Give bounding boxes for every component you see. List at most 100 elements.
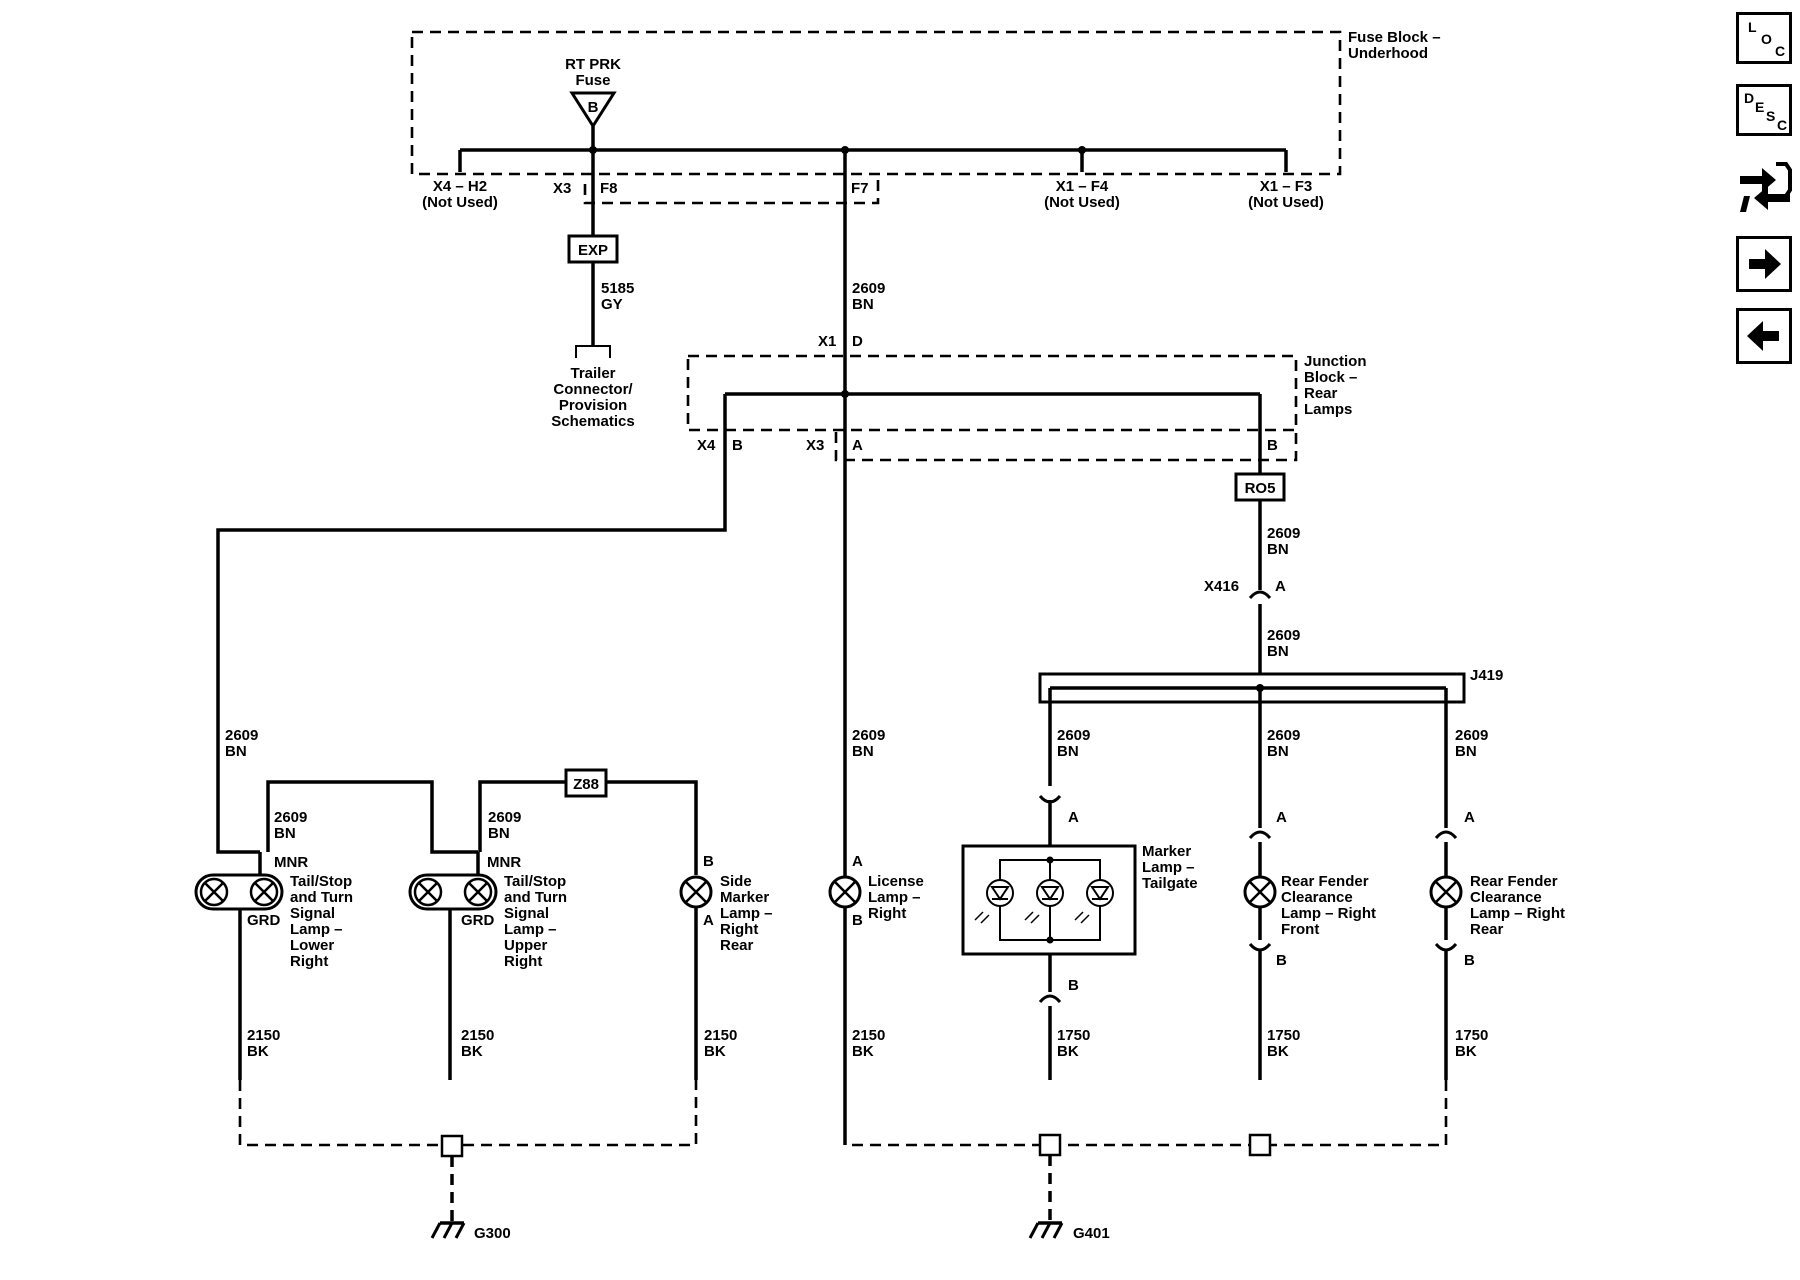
svg-text:BN: BN — [225, 743, 247, 760]
svg-text:Lamp – Right: Lamp – Right — [1281, 905, 1376, 922]
svg-text:BN: BN — [274, 825, 296, 842]
splice-label: J419 — [1470, 667, 1503, 684]
svg-text:2150: 2150 — [704, 1027, 737, 1044]
svg-text:Rear: Rear — [1470, 921, 1504, 938]
junction-block-rear-lamps: X1 D Junction Block – Rear Lamps X4 B X3… — [686, 333, 1367, 462]
previous-page-arrow-icon — [1747, 321, 1779, 351]
desc-letter: S — [1766, 108, 1776, 124]
pin-a: A — [1276, 809, 1287, 826]
lamp-name: Rear Fender — [1281, 873, 1369, 890]
marker-lamp-tailgate: 2609 BN A Marker Lamp – Tailgate B 1750 … — [961, 688, 1198, 1080]
svg-text:BK: BK — [704, 1043, 726, 1060]
pin-b: B — [852, 912, 863, 929]
svg-text:Right: Right — [868, 905, 906, 922]
svg-text:Front: Front — [1281, 921, 1319, 938]
connector-pinout-button[interactable] — [1736, 156, 1794, 218]
svg-text:2609: 2609 — [1455, 727, 1488, 744]
svg-text:and Turn: and Turn — [504, 889, 567, 906]
lamp-name: Rear Fender — [1470, 873, 1558, 890]
svg-text:Lower: Lower — [290, 937, 334, 954]
svg-text:Marker: Marker — [720, 889, 769, 906]
location-button[interactable]: L O C — [1736, 12, 1792, 64]
lamp-name: Marker — [1142, 843, 1191, 860]
desc-letter: D — [1744, 90, 1755, 106]
next-page-arrow-icon — [1749, 249, 1781, 279]
wire-circuit-5185: 5185 — [601, 280, 634, 297]
terminal-f7: F7 — [851, 180, 869, 197]
tail-lamp-circuit: 2609 BN 2609 BN 2609 BN Z88 MNR GRD Tail… — [194, 394, 773, 1222]
svg-text:Tailgate: Tailgate — [1142, 875, 1198, 892]
fuse-symbol — [569, 91, 617, 129]
lamp-name: Tail/Stop — [290, 873, 352, 890]
rear-fender-clearance-lamp-right-rear: 2609 BN A Rear Fender Clearance Lamp – R… — [1429, 688, 1565, 1080]
ground-g300: G300 — [430, 1221, 511, 1242]
wire-color-gy: GY — [601, 296, 623, 313]
pin-a: A — [1068, 809, 1079, 826]
trailer-branch: EXP 5185 GY Trailer Connector/ Provision… — [551, 150, 635, 430]
svg-text:Right: Right — [720, 921, 758, 938]
ground-label: G401 — [1073, 1225, 1110, 1242]
svg-text:Upper: Upper — [504, 937, 548, 954]
fuse-block-title: Fuse Block – — [1348, 29, 1441, 46]
previous-page-button[interactable] — [1736, 308, 1792, 364]
tail-stop-turn-lamp-upper-right: MNR GRD Tail/Stop and Turn Signal Lamp –… — [408, 852, 567, 1080]
pin-b: B — [703, 853, 714, 870]
lamp-name: Tail/Stop — [504, 873, 566, 890]
terminal-a: A — [852, 437, 863, 454]
junction-block-title: Junction — [1304, 353, 1367, 370]
connector-x3: X3 — [806, 437, 824, 454]
not-used-note: (Not Used) — [1248, 194, 1324, 211]
svg-text:Right: Right — [504, 953, 542, 970]
svg-text:Lamp –: Lamp – — [290, 921, 343, 938]
svg-text:2609: 2609 — [852, 727, 885, 744]
loc-letter: C — [1775, 43, 1786, 59]
svg-text:Lamp –: Lamp – — [1142, 859, 1195, 876]
pin-mnr: MNR — [487, 854, 521, 871]
svg-text:2609: 2609 — [274, 809, 307, 826]
rear-fender-clearance-lamp-right-front: 2609 BN A Rear Fender Clearance Lamp – R… — [1243, 688, 1376, 1080]
ground-bus-right — [843, 1080, 1448, 1222]
svg-text:2609: 2609 — [1057, 727, 1090, 744]
wire-color-bn: BN — [852, 296, 874, 313]
tail-stop-turn-lamp-lower-right: MNR GRD Tail/Stop and Turn Signal Lamp –… — [194, 852, 353, 1080]
svg-text:Rear: Rear — [1304, 385, 1338, 402]
fuse-label-2: Fuse — [575, 72, 610, 89]
svg-text:BN: BN — [852, 743, 874, 760]
ground-label: G300 — [474, 1225, 511, 1242]
terminal-b: B — [1267, 437, 1278, 454]
not-used-note: (Not Used) — [1044, 194, 1120, 211]
svg-text:Signal: Signal — [504, 905, 549, 922]
fuse-block-underhood: Fuse Block – Underhood RT PRK Fuse B X4 … — [410, 29, 1441, 211]
svg-text:2150: 2150 — [852, 1027, 885, 1044]
svg-text:Lamp –: Lamp – — [720, 905, 773, 922]
svg-text:BN: BN — [1267, 541, 1289, 558]
connector-x1-f3: X1 – F3 — [1260, 178, 1313, 195]
svg-text:BK: BK — [461, 1043, 483, 1060]
svg-text:2150: 2150 — [247, 1027, 280, 1044]
next-page-button[interactable] — [1736, 236, 1792, 292]
svg-text:Block –: Block – — [1304, 369, 1357, 386]
exp-option-box — [567, 234, 619, 264]
desc-letter: E — [1755, 99, 1765, 115]
z88-label: Z88 — [573, 776, 599, 793]
desc-letter: C — [1777, 117, 1788, 133]
pin-a: A — [1464, 809, 1475, 826]
connector-x3: X3 — [553, 180, 571, 197]
ground-g401: G401 — [1028, 1221, 1110, 1242]
svg-text:1750: 1750 — [1455, 1027, 1488, 1044]
license-lamp-right: A B License Lamp – Right 2609 BN 2150 BK — [828, 727, 924, 1060]
svg-text:Lamps: Lamps — [1304, 401, 1352, 418]
svg-text:Schematics: Schematics — [551, 413, 634, 430]
svg-text:BK: BK — [1057, 1043, 1079, 1060]
side-marker-lamp-right-rear: B A Side Marker Lamp – Right Rear 2150 B… — [679, 853, 773, 1080]
svg-text:BK: BK — [1455, 1043, 1477, 1060]
svg-text:BN: BN — [1057, 743, 1079, 760]
connector-x1: X1 — [818, 333, 836, 350]
svg-text:2609: 2609 — [1267, 727, 1300, 744]
connector-x4: X4 — [697, 437, 716, 454]
loc-letter: L — [1748, 19, 1757, 35]
description-button[interactable]: D E S C — [1736, 84, 1792, 136]
svg-text:Clearance: Clearance — [1281, 889, 1353, 906]
svg-text:Clearance: Clearance — [1470, 889, 1542, 906]
